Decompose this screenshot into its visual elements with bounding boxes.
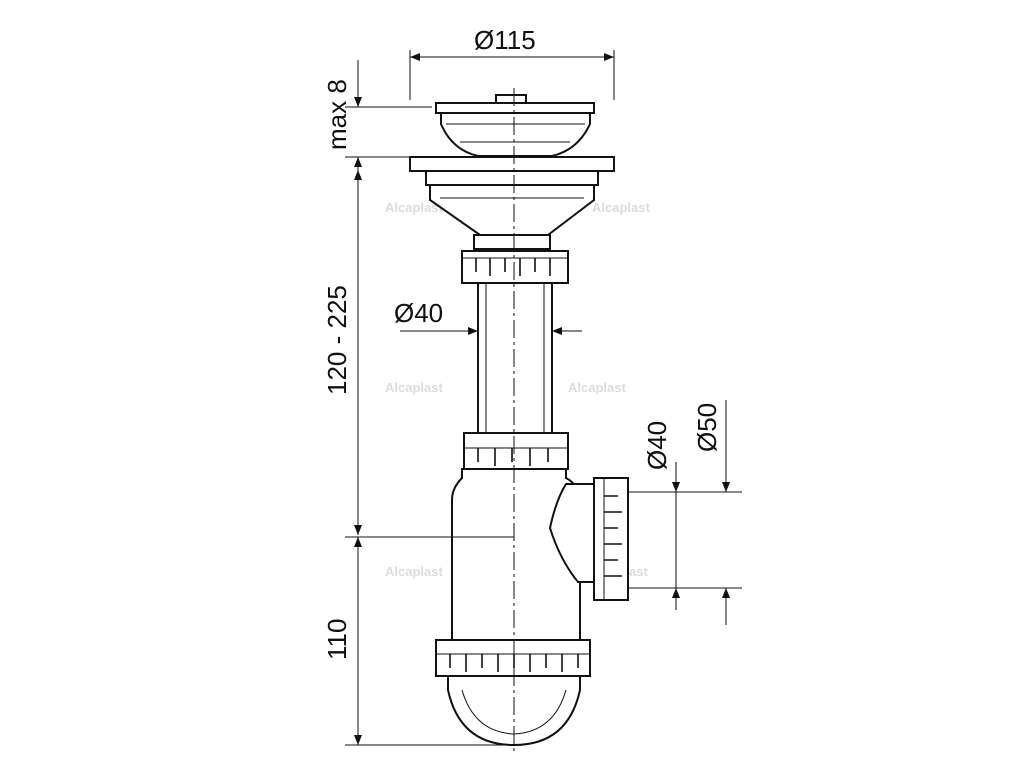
dim-tube-diameter-label: Ø40 [394,298,443,328]
bottom-ring [435,639,591,677]
dim-outlet-inner-diameter-label: Ø40 [642,421,672,470]
funnel-neck [473,234,551,250]
dim-max-height: max 8 [322,60,432,200]
strainer-rim [435,102,595,114]
dim-tube-diameter: Ø40 [394,298,582,335]
dim-bottom-height-label: 110 [322,619,352,660]
strainer-bowl [440,112,591,157]
sink-flange [409,156,615,172]
watermark-2: Alcaplast [592,200,650,215]
watermark-5: Alcaplast [385,564,443,579]
vertical-tube [477,282,553,434]
watermark-1: Alcaplast [385,200,443,215]
lower-nut [463,432,569,470]
drain-funnel [429,184,595,236]
dim-outlet-outer-diameter: Ø50 [660,400,742,625]
outlet-nut [593,477,629,601]
dim-adjustable-height: 120 - 225 [322,170,362,535]
siphon-body [409,88,660,752]
dim-top-diameter: Ø115 [409,25,615,100]
dim-top-diameter-label: Ø115 [474,25,536,55]
watermark-3: Alcaplast [385,380,443,395]
dim-max-height-label: max 8 [322,79,352,150]
dim-outlet-outer-diameter-label: Ø50 [692,403,722,452]
dim-adjustable-height-label: 120 - 225 [322,285,352,395]
flange-collar [425,170,599,186]
outlet-stub [548,483,597,583]
dim-bottom-height: 110 [322,536,514,746]
upper-nut [461,250,569,284]
watermark-4: Alcaplast [568,380,626,395]
dim-outlet-inner-diameter: Ø40 [642,421,680,610]
strainer-knob [495,94,527,104]
